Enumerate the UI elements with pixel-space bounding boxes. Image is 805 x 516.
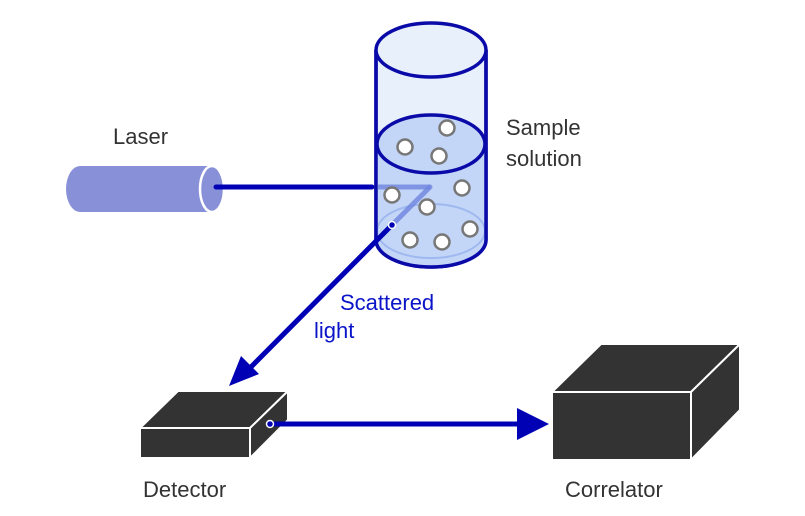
sample-cylinder: [374, 21, 488, 269]
solution-surface: [375, 113, 487, 175]
scattered-beam: [245, 222, 395, 373]
particle: [438, 119, 456, 137]
particle: [396, 138, 414, 156]
sample-label-line1: Sample: [506, 115, 581, 140]
cylinder-outline: [374, 50, 488, 269]
particle: [461, 220, 479, 238]
detector-label: Detector: [143, 477, 226, 502]
particle: [430, 147, 448, 165]
scattered-arrowhead: [229, 356, 259, 386]
laser: [66, 164, 226, 214]
internal-scatter-beam: [389, 184, 433, 228]
signal-arrow: [265, 408, 549, 440]
detector: [137, 388, 291, 461]
laser-body: [66, 166, 212, 212]
scattered-label-line1: Scattered: [340, 290, 434, 315]
particle: [401, 231, 419, 249]
particle: [383, 186, 401, 204]
correlator-label: Correlator: [565, 477, 663, 502]
particle: [453, 179, 471, 197]
particle: [418, 198, 436, 216]
signal-arrowhead: [517, 408, 549, 440]
detector-front: [139, 427, 251, 459]
scatter-exit-dot: [387, 220, 397, 230]
correlator-front: [551, 391, 692, 461]
correlator: [549, 341, 743, 463]
sample-label-line2: solution: [506, 146, 582, 171]
particle: [433, 233, 451, 251]
signal-start-dot: [265, 419, 275, 429]
particles: [383, 119, 479, 251]
cylinder-top: [374, 21, 488, 79]
scattered-label-line2: light: [314, 318, 354, 343]
laser-label: Laser: [113, 124, 168, 149]
scattered-light-arrow: [229, 220, 397, 386]
